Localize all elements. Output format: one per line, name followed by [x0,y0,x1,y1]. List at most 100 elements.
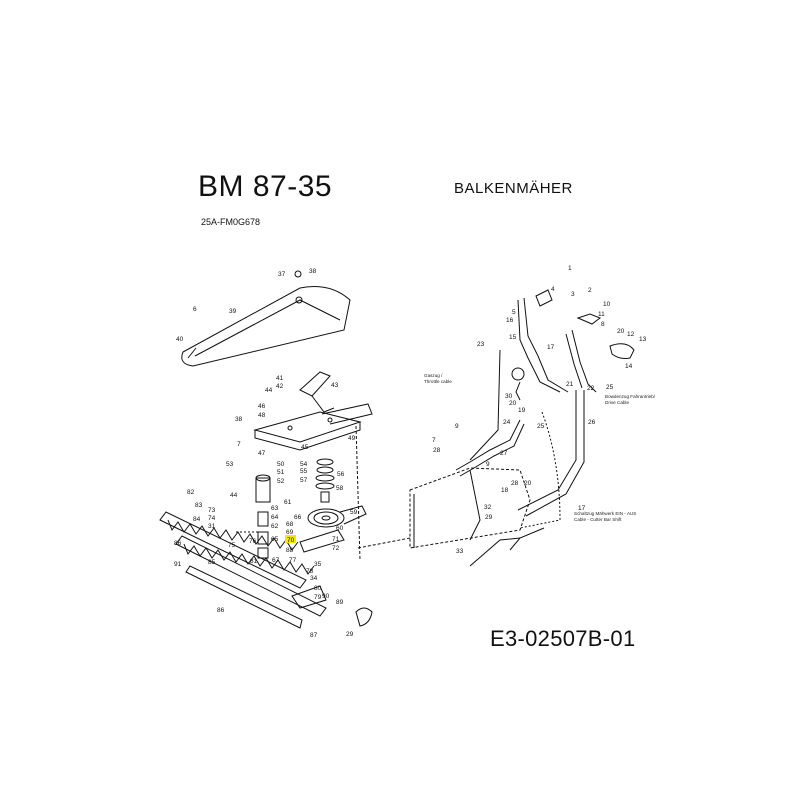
callout-label: 71 [332,536,340,543]
callout-label: 78 [306,568,314,575]
cutter-bar-upper [159,511,307,589]
callout-label: 37 [278,271,286,278]
callout-label: 69 [286,529,294,536]
callout-label: 65 [271,536,279,543]
callout-label: 60 [336,525,344,532]
callout-label: 32 [484,504,492,511]
callout-label: 84 [193,516,201,523]
crank-arm [299,529,345,553]
callout-label: 49 [348,435,356,442]
callout-label: 72 [332,545,340,552]
callout-label: 90 [322,593,330,600]
callout-label: 24 [503,419,511,426]
callout-label: 68 [286,521,294,528]
callout-label: 58 [336,485,344,492]
callout-label: 76 [249,538,257,545]
callout-label: 56 [337,471,345,478]
callout-label: 20 [509,400,517,407]
callout-label: 52 [277,478,285,485]
callout-label: 41 [276,375,284,382]
engine-housing-dashed [409,467,531,549]
callout-label: 11 [598,311,605,318]
callout-label: 5 [512,309,516,316]
serial-number: 25A-FM0G678 [201,217,261,227]
throttle-cable [469,349,501,461]
callout-label: 13 [639,336,647,343]
callout-label: 81 [250,558,258,565]
callout-label: 7 [432,437,436,444]
callout-label: 34 [310,575,318,582]
callout-label: 12 [627,331,635,338]
cable-note: Gaszug / [424,373,443,378]
callout-label: 82 [187,489,195,496]
callout-label: 45 [301,444,309,451]
callout-label: 38 [235,416,243,423]
callout-label: 9 [455,423,459,430]
callout-label: 25 [606,384,614,391]
callout-label: 44 [230,492,238,499]
callout-label: 22 [587,385,595,392]
model-title: BM 87-35 [198,170,333,203]
callout-label: 17 [578,505,586,512]
callout-label: 25 [537,423,545,430]
callout-labels: 37 38 39 6 40 41 42 44 43 45 38 46 48 49… [174,265,647,639]
callout-label: 88 [286,547,294,554]
callout-label: 43 [331,382,339,389]
callout-label: 55 [300,468,308,475]
cutter-guard-cover [181,286,351,367]
callout-label: 10 [603,301,611,308]
cable-note: Bowdenzug Fahrantrieb/ [605,394,656,399]
callout-label: 23 [477,341,485,348]
cutter-bar-knife [175,535,327,617]
cable-note: Throttle cable [424,379,452,384]
callout-label: 19 [518,407,526,414]
callout-label: 44 [265,387,273,394]
callout-label: 53 [226,461,234,468]
callout-label: 6 [193,306,197,313]
callout-label: 85 [208,559,216,566]
callout-label: 3 [571,291,575,298]
callout-label: 17 [547,344,555,351]
callout-label: 7 [237,441,241,448]
callout-label: 30 [505,393,513,400]
callout-label: 1 [568,265,572,272]
callout-label: 26 [588,419,596,426]
wheel-hub-assembly [355,607,373,627]
callout-label: 86 [217,607,225,614]
callout-label: 20 [617,328,625,335]
callout-label: 42 [276,383,284,390]
cable-note: Schaltzug Mähwerk EIN - AUS [574,511,636,516]
callout-label: 39 [229,308,237,315]
callout-label: 89 [336,599,344,606]
callout-label: 62 [271,523,279,530]
callout-label: 27 [500,450,508,457]
callout-label: 74 [208,515,216,522]
callout-label: 51 [277,469,285,476]
callout-label: 28 [433,447,441,454]
callout-label: 33 [456,548,464,555]
callout-label: 61 [284,499,292,506]
callout-label: 80 [314,585,322,592]
callout-label: 18 [501,487,509,494]
callout-label: 67 [272,557,280,564]
handle-bar-left [517,299,561,393]
callout-label: 15 [509,334,517,341]
callout-label: 48 [258,412,266,419]
callout-label: 79 [314,594,322,601]
callout-label: 28 [511,480,519,487]
document-number: E3-02507B-01 [490,626,636,651]
callout-label: 20 [524,480,532,487]
callout-label: 66 [294,514,302,521]
callout-label: 75 [228,542,236,549]
callout-label: 91 [174,561,182,568]
callout-label: 21 [566,381,574,388]
callout-label: 29 [485,514,493,521]
callout-label: 50 [277,461,285,468]
callout-label: 83 [195,502,203,509]
callout-label: 87 [310,632,318,639]
callout-label: 31 [208,523,216,530]
callout-label: 8 [601,321,605,328]
callout-label: 59 [350,509,358,516]
cable-note: Cable - Cutter Bar Shift [574,517,622,522]
callout-label: 38 [309,268,317,275]
